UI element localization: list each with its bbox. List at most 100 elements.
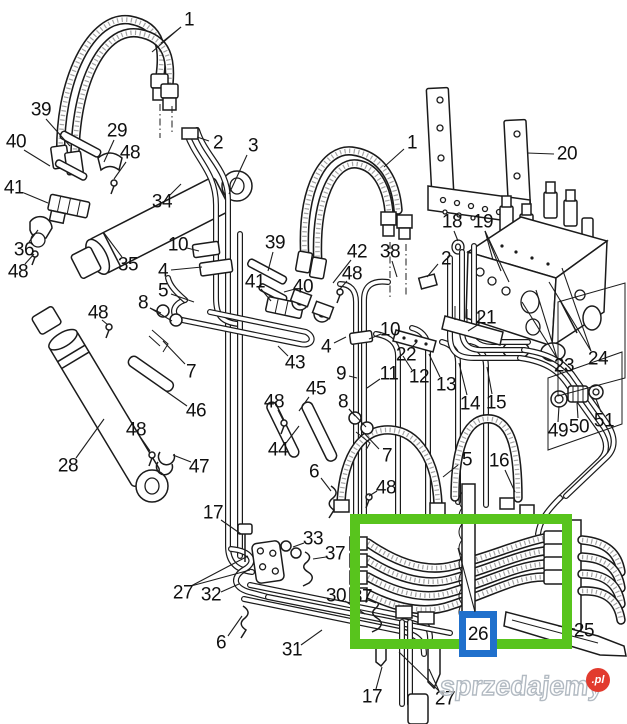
svg-text:27: 27 xyxy=(173,583,193,604)
svg-text:4: 4 xyxy=(158,261,169,282)
svg-text:24: 24 xyxy=(588,349,609,370)
part-label-5: 5 xyxy=(442,450,473,478)
svg-text:15: 15 xyxy=(486,393,506,414)
svg-text:48: 48 xyxy=(120,143,140,164)
svg-text:28: 28 xyxy=(58,456,78,477)
svg-text:2: 2 xyxy=(213,133,223,154)
part-label-6: 6 xyxy=(309,462,332,492)
part-label-4: 4 xyxy=(321,337,347,358)
part-label-34: 34 xyxy=(152,183,182,213)
svg-text:25: 25 xyxy=(574,621,594,642)
svg-text:32: 32 xyxy=(201,585,221,606)
svg-text:5: 5 xyxy=(462,450,472,471)
part-label-48: 48 xyxy=(368,478,397,499)
part-label-24: 24 xyxy=(548,267,609,370)
part-label-48: 48 xyxy=(338,264,363,291)
part-label-37: 37 xyxy=(312,544,346,565)
svg-text:31: 31 xyxy=(282,640,302,661)
hose-arches xyxy=(333,414,535,517)
svg-text:37: 37 xyxy=(325,544,345,565)
part-label-20: 20 xyxy=(526,144,578,165)
svg-text:17: 17 xyxy=(203,503,223,524)
svg-text:13: 13 xyxy=(436,375,456,396)
svg-text:6: 6 xyxy=(216,633,226,654)
part-label-8: 8 xyxy=(338,392,367,428)
svg-text:9: 9 xyxy=(336,364,346,385)
part-label-12: 12 xyxy=(402,355,430,388)
part-26-highlight-badge: 26 xyxy=(457,547,497,657)
svg-text:17: 17 xyxy=(362,687,382,708)
part-label-44: 44 xyxy=(268,425,300,461)
part-label-7: 7 xyxy=(362,431,393,467)
part-label-41: 41 xyxy=(245,272,272,302)
hydraulic-cylinder-upper xyxy=(70,152,253,279)
part-label-47: 47 xyxy=(172,454,210,478)
svg-text:21: 21 xyxy=(476,308,496,329)
hose-loop-left xyxy=(50,15,179,176)
part-label-36: 36 xyxy=(14,229,39,261)
hose-loop-center xyxy=(294,146,413,298)
part-label-43: 43 xyxy=(277,345,306,374)
svg-text:40: 40 xyxy=(6,132,26,153)
part-label-41: 41 xyxy=(4,178,49,204)
part-label-3: 3 xyxy=(228,136,259,195)
svg-text:43: 43 xyxy=(285,353,305,374)
part-label-10: 10 xyxy=(168,235,200,256)
part-label-42: 42 xyxy=(332,242,368,284)
part-label-45: 45 xyxy=(298,379,327,412)
svg-text:51: 51 xyxy=(594,411,614,432)
svg-text:7: 7 xyxy=(186,362,196,383)
part-label-27: 27 xyxy=(173,555,251,604)
part-label-35: 35 xyxy=(103,232,139,276)
svg-text:30: 30 xyxy=(326,586,346,607)
svg-text:40: 40 xyxy=(293,277,313,298)
part-label-39: 39 xyxy=(31,100,71,147)
hydraulic-cylinder-lower xyxy=(31,306,169,503)
svg-text:48: 48 xyxy=(8,262,28,283)
svg-text:18: 18 xyxy=(442,212,462,233)
part-label-46: 46 xyxy=(159,386,207,422)
svg-text:12: 12 xyxy=(409,367,429,388)
part-label-38: 38 xyxy=(380,242,401,278)
svg-text:39: 39 xyxy=(31,100,51,121)
part-26-label: 26 xyxy=(468,624,488,645)
part-label-4: 4 xyxy=(158,261,203,282)
part-label-48: 48 xyxy=(88,303,109,326)
mounting-bracket xyxy=(425,86,532,225)
svg-text:36: 36 xyxy=(14,240,34,261)
part-label-6: 6 xyxy=(216,615,243,654)
svg-text:39: 39 xyxy=(265,233,285,254)
svg-text:46: 46 xyxy=(186,401,206,422)
svg-text:5: 5 xyxy=(158,281,168,302)
svg-text:48: 48 xyxy=(342,264,362,285)
part-label-1: 1 xyxy=(151,10,195,53)
part-label-2: 2 xyxy=(426,249,452,278)
part-label-29: 29 xyxy=(103,121,128,163)
svg-text:48: 48 xyxy=(88,303,108,324)
svg-text:34: 34 xyxy=(152,192,173,213)
svg-text:48: 48 xyxy=(264,392,284,413)
svg-text:1: 1 xyxy=(407,133,417,154)
part-label-15: 15 xyxy=(486,366,507,414)
part-label-51: 51 xyxy=(594,398,615,432)
part-label-50: 50 xyxy=(569,402,590,438)
part-label-21: 21 xyxy=(467,308,497,332)
svg-text:48: 48 xyxy=(126,420,146,441)
svg-text:27: 27 xyxy=(435,689,455,710)
svg-text:23: 23 xyxy=(554,356,574,377)
part-label-39: 39 xyxy=(265,233,286,272)
part-label-28: 28 xyxy=(58,418,105,477)
svg-text:44: 44 xyxy=(268,440,289,461)
part-label-48: 48 xyxy=(113,143,141,180)
annotations: 26 xyxy=(350,514,572,657)
part-label-11: 11 xyxy=(366,364,399,389)
svg-text:29: 29 xyxy=(107,121,127,142)
svg-text:38: 38 xyxy=(380,242,400,263)
part-label-31: 31 xyxy=(282,629,323,661)
part-label-10: 10 xyxy=(368,320,401,341)
svg-text:41: 41 xyxy=(4,178,24,199)
svg-text:42: 42 xyxy=(347,242,367,263)
svg-text:33: 33 xyxy=(303,529,323,550)
part-label-1: 1 xyxy=(383,133,418,168)
svg-text:11: 11 xyxy=(380,364,399,385)
